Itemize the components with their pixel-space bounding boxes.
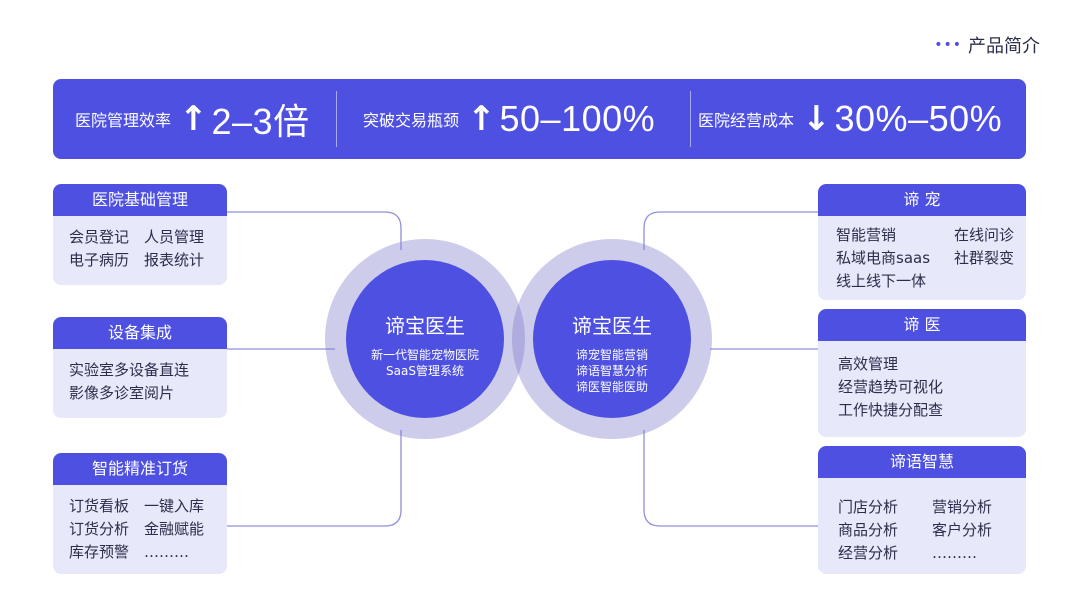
divider [336, 91, 337, 147]
list-item: 影像多诊室阅片 [69, 384, 175, 402]
metrics-banner: 医院管理效率 ↑ 2–3倍 突破交易瓶颈 ↑ 50–100% 医院经营成本 ↓ … [53, 79, 1026, 159]
circle-line: 谛语智慧分析 [575, 364, 648, 378]
list-item: 经营分析 [838, 544, 899, 562]
list-item: 实验室多设备直连 [69, 361, 190, 379]
metric-transaction: 突破交易瓶颈 ↑ 50–100% [363, 79, 655, 159]
list-item: 线上线下一体 [836, 272, 927, 290]
metric-cost: 医院经营成本 ↓ 30%–50% [698, 79, 1002, 159]
card-body: 订货看板 一键入库 订货分析 金融赋能 库存预警 ……… [53, 485, 227, 574]
card-body: 实验室多设备直连 影像多诊室阅片 [53, 349, 227, 415]
metric-value: 2–3倍 [211, 101, 310, 142]
card-title: 谛 医 [818, 309, 1026, 341]
metric-label: 医院经营成本 [698, 111, 795, 130]
list-item: 经营趋势可视化 [838, 378, 944, 396]
list-item: 客户分析 [932, 521, 993, 539]
card-hospital-management: 医院基础管理 会员登记 人员管理 电子病历 报表统计 [53, 184, 227, 285]
list-item: 私域电商saas [836, 249, 931, 267]
card-diyi: 谛 医 高效管理 经营趋势可视化 工作快捷分配查 [818, 309, 1026, 437]
circle-line: 谛宠智能营销 [575, 348, 648, 362]
list-item: 高效管理 [838, 355, 899, 373]
list-item: 人员管理 [144, 228, 205, 246]
card-title: 谛语智慧 [818, 446, 1026, 478]
card-smart-ordering: 智能精准订货 订货看板 一键入库 订货分析 金融赋能 库存预警 ……… [53, 453, 227, 574]
dots-icon: ••• [934, 37, 962, 53]
section-label-text: 产品简介 [968, 36, 1040, 57]
circle-title: 谛宝医生 [572, 314, 652, 338]
circle-core-left: 谛宝医生 新一代智能宠物医院 SaaS管理系统 [346, 260, 504, 418]
list-item: 商品分析 [838, 521, 899, 539]
card-title: 智能精准订货 [53, 453, 227, 485]
arrow-down-icon: ↓ [802, 99, 831, 139]
list-item: 会员登记 [69, 228, 130, 246]
metric-label: 医院管理效率 [75, 111, 172, 130]
list-item: 库存预警 [69, 543, 130, 561]
list-item: 工作快捷分配查 [838, 401, 944, 419]
circle-line: 新一代智能宠物医院 [370, 348, 479, 362]
arrow-up-icon: ↑ [467, 99, 496, 139]
card-title: 设备集成 [53, 317, 227, 349]
card-diyu-wisdom: 谛语智慧 门店分析 营销分析 商品分析 客户分析 经营分析 ……… [818, 446, 1026, 574]
card-body: 高效管理 经营趋势可视化 工作快捷分配查 [818, 341, 1026, 434]
divider [690, 91, 691, 147]
circle-core-right: 谛宝医生 谛宠智能营销 谛语智慧分析 谛医智能医助 [533, 260, 691, 418]
list-item: 金融赋能 [144, 520, 205, 538]
list-item: 智能营销 [836, 226, 897, 244]
list-item: 营销分析 [932, 498, 993, 516]
card-body: 门店分析 营销分析 商品分析 客户分析 经营分析 ……… [818, 478, 1026, 574]
connector-right-bottom [643, 430, 818, 527]
metric-value: 50–100% [499, 98, 656, 139]
list-item: 在线问诊 [953, 226, 1014, 244]
circle-line: 谛医智能医助 [575, 380, 648, 394]
list-item: 报表统计 [144, 251, 205, 269]
connector-left-bottom [227, 430, 402, 527]
metric-efficiency: 医院管理效率 ↑ 2–3倍 [75, 79, 310, 159]
list-item: ……… [932, 544, 977, 562]
list-item: 一键入库 [144, 497, 205, 515]
list-item: 社群裂变 [953, 249, 1014, 267]
card-device-integration: 设备集成 实验室多设备直连 影像多诊室阅片 [53, 317, 227, 418]
list-item: 订货看板 [69, 497, 130, 515]
card-body: 智能营销 在线问诊 私域电商saas 社群裂变 线上线下一体 [818, 216, 1026, 300]
card-title: 医院基础管理 [53, 184, 227, 216]
list-item: 订货分析 [69, 520, 130, 538]
arrow-up-icon: ↑ [179, 99, 208, 139]
circle-title: 谛宝医生 [385, 314, 465, 338]
section-label: ••• 产品简介 [934, 32, 1040, 58]
metric-label: 突破交易瓶颈 [363, 111, 460, 130]
list-item: ……… [144, 543, 189, 561]
circle-line: SaaS管理系统 [386, 364, 464, 378]
card-body: 会员登记 人员管理 电子病历 报表统计 [53, 216, 227, 282]
card-title: 谛 宠 [818, 184, 1026, 216]
connector-left-top [227, 211, 402, 250]
list-item: 电子病历 [69, 251, 130, 269]
connector-right-top [643, 211, 818, 250]
card-dichong: 谛 宠 智能营销 在线问诊 私域电商saas 社群裂变 线上线下一体 [818, 184, 1026, 300]
list-item: 门店分析 [838, 498, 899, 516]
metric-value: 30%–50% [834, 98, 1003, 139]
